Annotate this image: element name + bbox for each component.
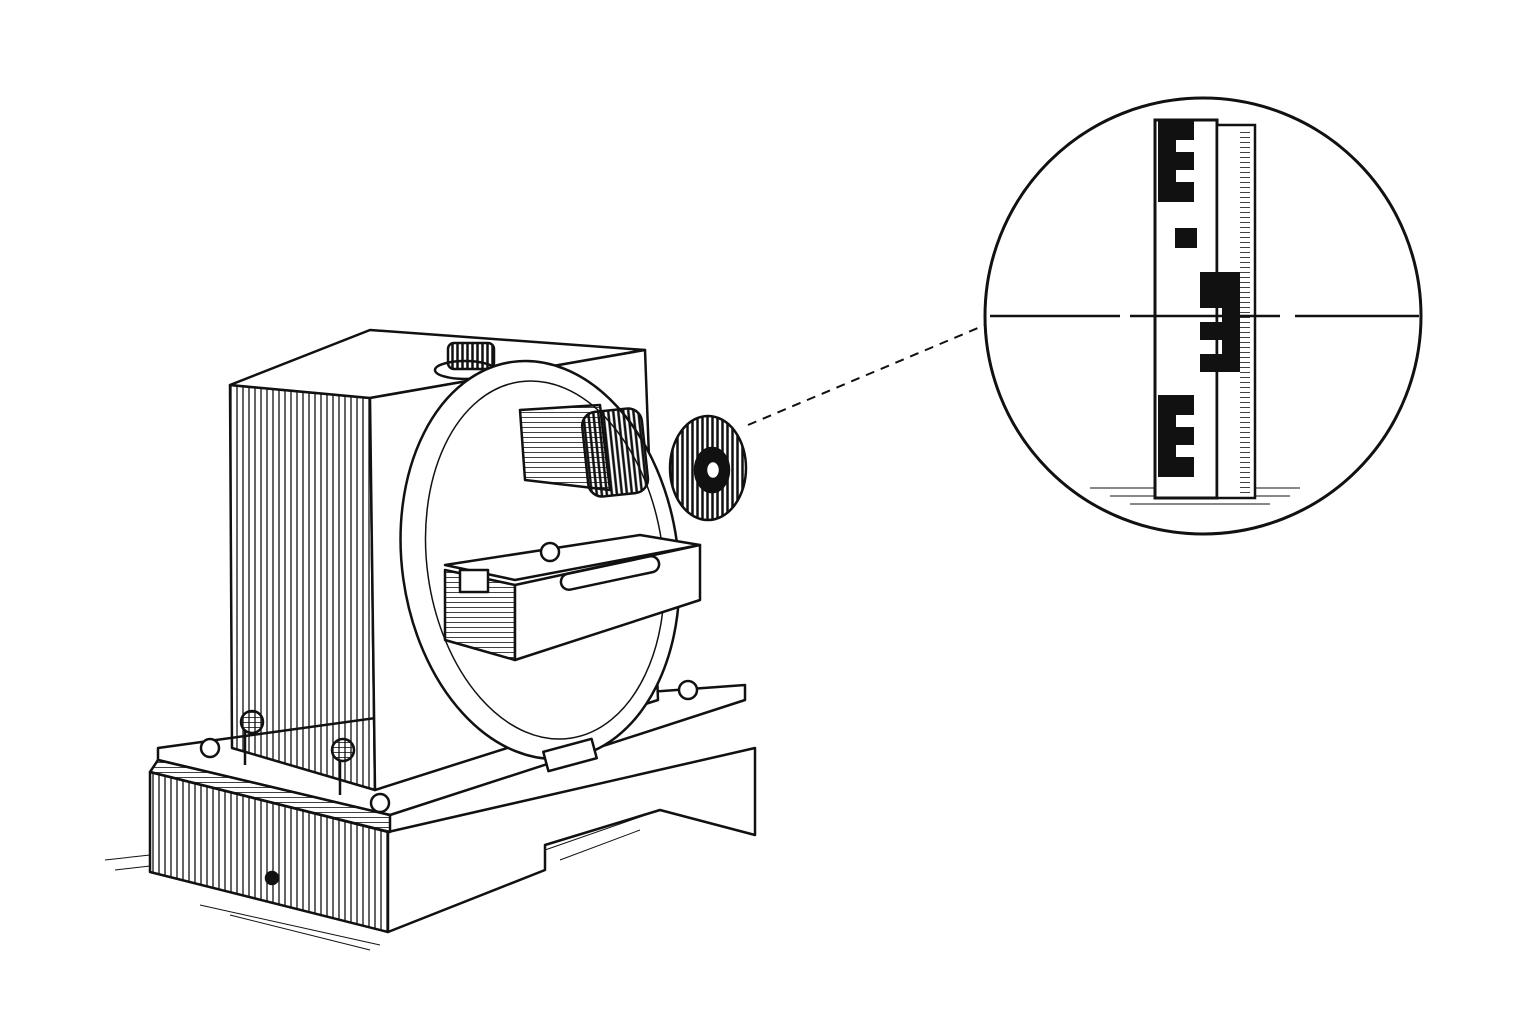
- eyepiece-lens-center: [704, 459, 722, 481]
- leveling-screw: [330, 737, 356, 763]
- staff-edge-hatch: [1240, 130, 1250, 495]
- screw-hole: [369, 792, 391, 814]
- staff-graduations: [1158, 120, 1240, 477]
- screw-hole: [199, 737, 221, 759]
- sight-line: [747, 324, 986, 426]
- staff-view-inset: [983, 96, 1423, 536]
- ground-shadow: [104, 809, 661, 951]
- leveling-screw: [239, 709, 265, 735]
- slide-lock: [458, 568, 490, 594]
- screw-head: [264, 870, 280, 886]
- focus-ring: [580, 407, 650, 498]
- slide-slot: [559, 555, 661, 591]
- adjust-screw: [539, 541, 561, 563]
- base-plate-edge: [148, 758, 392, 834]
- base-latch: [542, 737, 598, 773]
- level-instrument: [104, 328, 757, 951]
- top-knob: [446, 341, 496, 371]
- screw-hole: [677, 679, 699, 701]
- base-right-face: [386, 746, 757, 934]
